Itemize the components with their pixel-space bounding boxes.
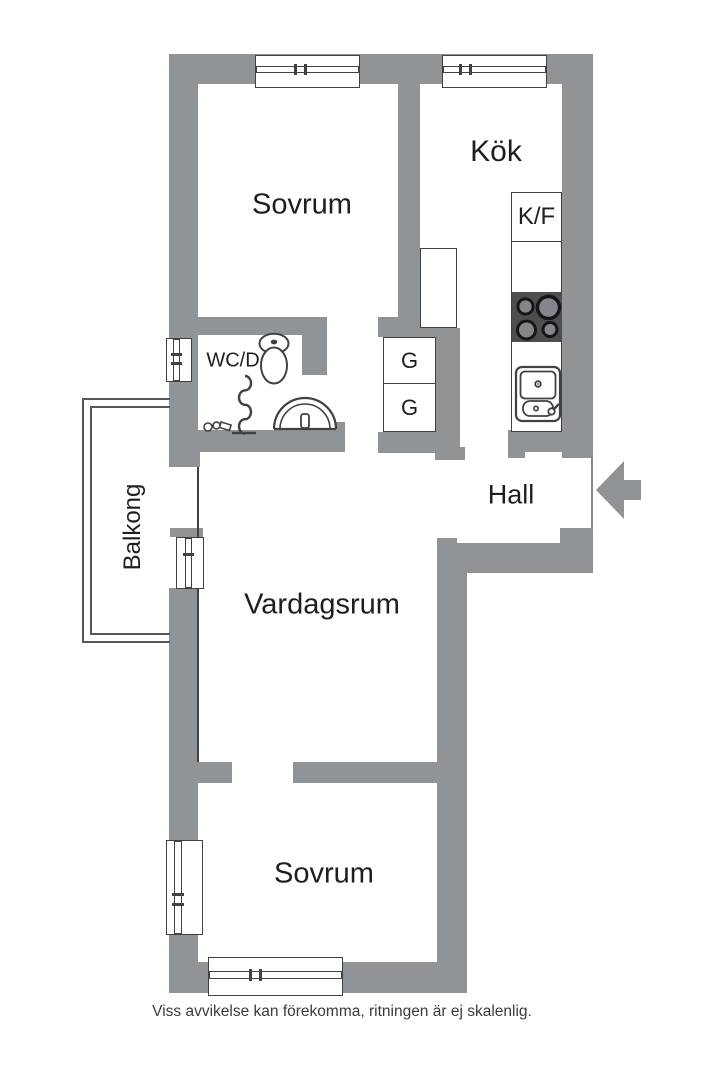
window-glazing (209, 971, 342, 979)
room-label-balcony: Balkong (119, 483, 146, 571)
window-mullion (304, 64, 307, 75)
fridge-freezer-label: K/F (517, 203, 556, 230)
wall-kitchen-bottom-notch (508, 452, 525, 458)
livingroom-left-edge-line (197, 467, 199, 762)
wall-right-upper (562, 54, 593, 458)
wall-wcd-right-stub (302, 335, 327, 375)
wall-closet-bottom-step (435, 447, 465, 460)
wall-wcd-top (169, 317, 327, 335)
window-kitchen (442, 55, 547, 88)
balcony-inner-rail (90, 406, 170, 635)
wall-closet-right (435, 328, 460, 432)
door-mullion (183, 553, 194, 556)
stove-icon (512, 292, 562, 342)
window-mullion (249, 969, 252, 981)
balcony-door (176, 537, 204, 589)
bathroom-sink-icon (272, 396, 338, 431)
window-mullion (171, 353, 182, 356)
wall-left-upper (169, 54, 198, 467)
wall-wcd-bottom (169, 430, 345, 452)
wall-mid-partial-left (188, 762, 232, 783)
window-mullion (459, 64, 462, 75)
window-bedroom2-bottom (208, 957, 343, 996)
wall-kitchen-bottom (508, 430, 562, 452)
window-mullion (171, 362, 182, 365)
window-mullion (259, 969, 262, 981)
room-label-bedroom1: Sovrum (252, 188, 352, 221)
wardrobe-2: G (383, 383, 436, 432)
wall-closet-top (378, 328, 460, 337)
window-glazing (256, 66, 359, 73)
wall-hall-bottom-notch (437, 538, 457, 543)
wall-left-corner-ext (169, 452, 200, 467)
room-label-bedroom2: Sovrum (274, 857, 374, 890)
window-mullion (172, 903, 184, 906)
toilet-icon (258, 332, 290, 385)
washer-valves-icon (203, 420, 232, 432)
window-glazing (174, 841, 182, 934)
window-wcd (166, 338, 192, 382)
disclaimer-text: Viss avvikelse kan förekomma, ritningen … (152, 1003, 532, 1020)
kitchen-cabinet (420, 248, 457, 328)
entry-threshold-line (591, 455, 593, 529)
window-mullion (172, 893, 184, 896)
window-glazing (173, 339, 180, 381)
radiator-icon (232, 374, 256, 435)
balcony-outer-rail (82, 398, 170, 643)
door-glazing (185, 538, 192, 588)
kitchen-sink-icon (514, 365, 562, 423)
wall-livingroom-right (437, 543, 467, 993)
room-label-hall: Hall (487, 479, 535, 510)
fridge-freezer-cabinet: K/F (511, 192, 562, 242)
wall-bedroom1-kitchen (398, 84, 420, 317)
wardrobe-2-label: G (400, 394, 419, 420)
window-mullion (469, 64, 472, 75)
window-glazing (443, 66, 546, 73)
window-bedroom1 (255, 55, 360, 88)
room-label-wcd: WC/D (206, 349, 260, 372)
window-mullion (294, 64, 297, 75)
entrance-arrow-icon (596, 461, 641, 519)
room-label-livingroom: Vardagsrum (244, 588, 400, 621)
wardrobe-1: G (383, 337, 436, 384)
window-bedroom2-left (166, 840, 203, 935)
wall-mid-partial-right (293, 762, 437, 783)
room-label-kitchen: Kök (470, 135, 522, 168)
wardrobe-1-label: G (400, 347, 419, 373)
wall-balcony-door-cap (170, 528, 203, 537)
